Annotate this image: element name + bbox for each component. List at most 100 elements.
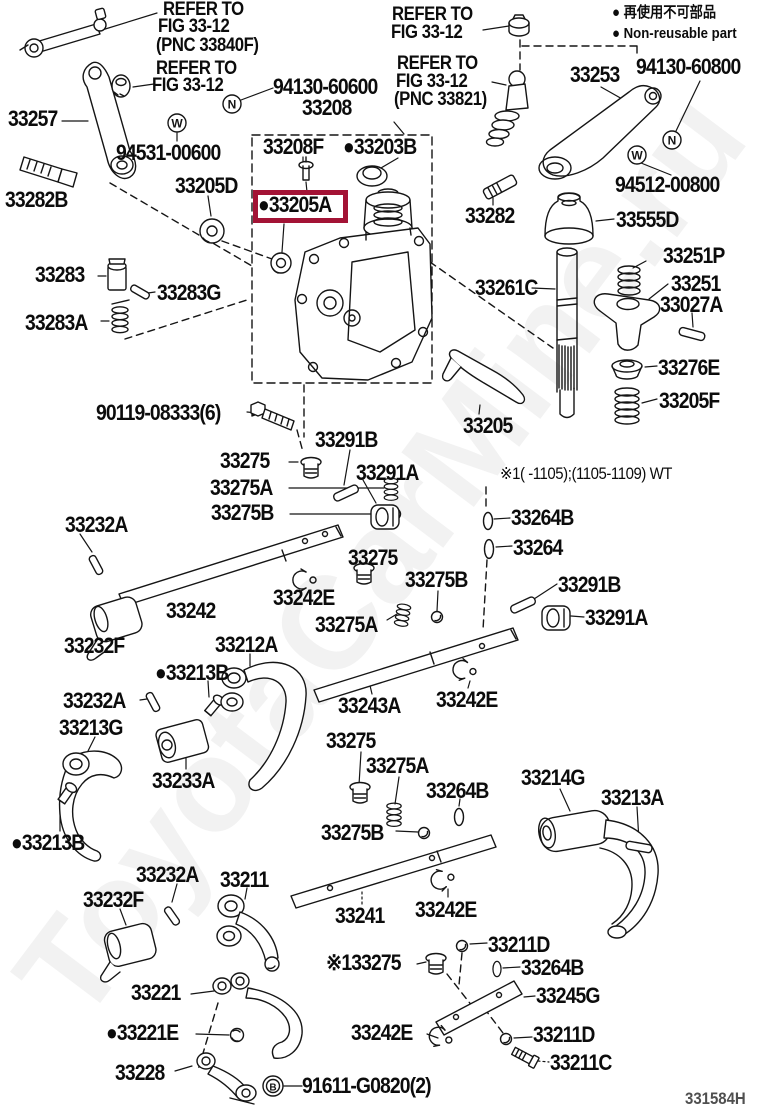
refer-note-2-line2: FIG 33-12 [152,75,224,96]
refer-note-4-line2: FIG 33-12 [396,71,468,92]
pin-33232a-2-drawing [144,690,162,714]
part-label-33213a: 33213A [601,785,664,810]
pin-33282-drawing [482,174,518,200]
part-label-33208f: 33208F [263,134,324,159]
rod-33245g-drawing [435,980,523,1036]
boot-33555d-drawing [544,192,594,245]
part-label-33208: 33208 [302,95,352,120]
part-label-33275a: 33275A [210,475,273,500]
spring-33283a-drawing [111,299,130,334]
part-label-90119-08333: 90119-08333(6) [96,400,221,425]
part-label-33245g: 33245G [536,983,601,1008]
part-label-33275-note: ※133275 [326,950,402,975]
part-label-33232f: 33232F [64,633,125,658]
part-label-33233a: 33233A [152,768,215,793]
part-label-33242e-3: 33242E [415,897,477,922]
part-label-33205f: 33205F [659,388,720,413]
refer-note-1-line2: FIG 33-12 [158,16,230,37]
n-symbol-1: N [222,94,242,114]
part-label-33282: 33282 [465,203,515,228]
shaft-33241-drawing [290,834,497,909]
production-range-note: ※1( -1105);(1105-1109) WT [500,464,672,483]
screw-33211c-drawing [510,1046,540,1069]
pin-33232a-drawing [87,553,105,577]
n-symbol-2: N [662,130,682,150]
ball-joint-33821-drawing [485,70,529,147]
part-label-33211: 33211 [220,867,269,892]
clip-33242e-3-drawing [427,865,458,894]
seat-33276e-drawing [611,359,643,380]
ball-33275b-2-drawing [430,610,444,624]
part-label-33251p: 33251P [663,243,725,268]
shaft-33243a-drawing [313,627,519,703]
collar-33233a-drawing [155,718,210,763]
refer-note-1-pnc: (PNC 33840F) [156,35,259,56]
clip-33242e-2-drawing [450,656,479,684]
legend-non-reusable-jp: ● 再使用不可部品 [612,4,717,21]
pin-33264b-3-drawing [492,960,502,978]
bolt-33282b-drawing [19,156,78,188]
part-label-33221e: ●33221E [106,1020,179,1045]
spring-33275a-2-drawing [393,602,412,628]
shaft-33261c-drawing [556,247,578,419]
clamp-33291a-drawing [370,504,400,530]
lever-33205-drawing [441,349,526,405]
part-label-33291a: 33291A [356,460,419,485]
part-label-33214g: 33214G [521,765,586,790]
tie-rod-drawing [19,7,107,58]
part-label-33243a: 33243A [338,693,401,718]
part-label-33264b: 33264B [511,505,574,530]
refer-note-1-line1: REFER TO [163,0,244,20]
ball-33211d-drawing [455,939,469,953]
washer-33205d-drawing [199,218,225,244]
plunger-33283-drawing [107,258,127,291]
ring-33203b-drawing [356,165,388,187]
part-label-33241: 33241 [335,903,385,928]
figure-code: 331584H [685,1089,746,1108]
part-label-33232f-2: 33232F [83,887,144,912]
plug-33275-drawing [300,456,322,479]
part-label-33205a-highlighted: ●33205A [258,192,332,217]
fork-33221-drawing [212,972,303,1059]
nut-drawing [508,14,530,37]
part-label-33242e: 33242E [273,585,335,610]
head-33232f-drawing [86,596,143,661]
pin-33264b-2-drawing [453,807,465,827]
part-label-33264b-3: 33264B [521,955,584,980]
part-label-33242: 33242 [166,598,216,623]
part-label-33282b: 33282B [5,187,68,212]
part-label-33283g: 33283G [157,280,222,305]
highlight-box-33205a [253,190,348,223]
part-label-33283: 33283 [35,262,85,287]
grommet-drawing [111,74,131,98]
part-label-33555d: 33555D [616,207,679,232]
part-label-33205d: 33205D [175,173,238,198]
refer-note-4-line1: REFER TO [397,53,478,74]
part-label-33275-2: 33275 [348,545,398,570]
part-label-33251: 33251 [671,271,721,296]
part-label-94130-60600: 94130-60600 [273,74,378,99]
part-label-33221: 33221 [131,980,181,1005]
svg-text:W: W [171,117,183,131]
svg-text:N: N [668,134,677,148]
part-label-91611-g0820: 91611-G0820(2) [302,1073,432,1098]
part-label-33203b: ●33203B [343,134,417,159]
part-label-33211c: 33211C [550,1050,612,1075]
part-label-33276e: 33276E [658,355,720,380]
spring-33275a-3-drawing [386,802,402,828]
part-label-33291a-2: 33291A [585,605,648,630]
part-label-33232a: 33232A [65,512,128,537]
housing-33208-drawing [294,227,433,381]
fork-33212a-drawing [220,661,307,792]
svg-text:N: N [228,98,237,112]
part-label-33253: 33253 [570,62,620,87]
part-label-33213b-2: ●33213B [11,830,85,855]
svg-text:B: B [269,1083,276,1094]
part-label-33213g: 33213G [59,715,124,740]
seal-ring-33205a-drawing [270,252,292,274]
refer-note-2-line1: REFER TO [156,58,237,79]
bolt-33213b-drawing [204,694,225,717]
part-label-33275b-3: 33275B [321,820,384,845]
part-label-33257: 33257 [8,106,58,131]
